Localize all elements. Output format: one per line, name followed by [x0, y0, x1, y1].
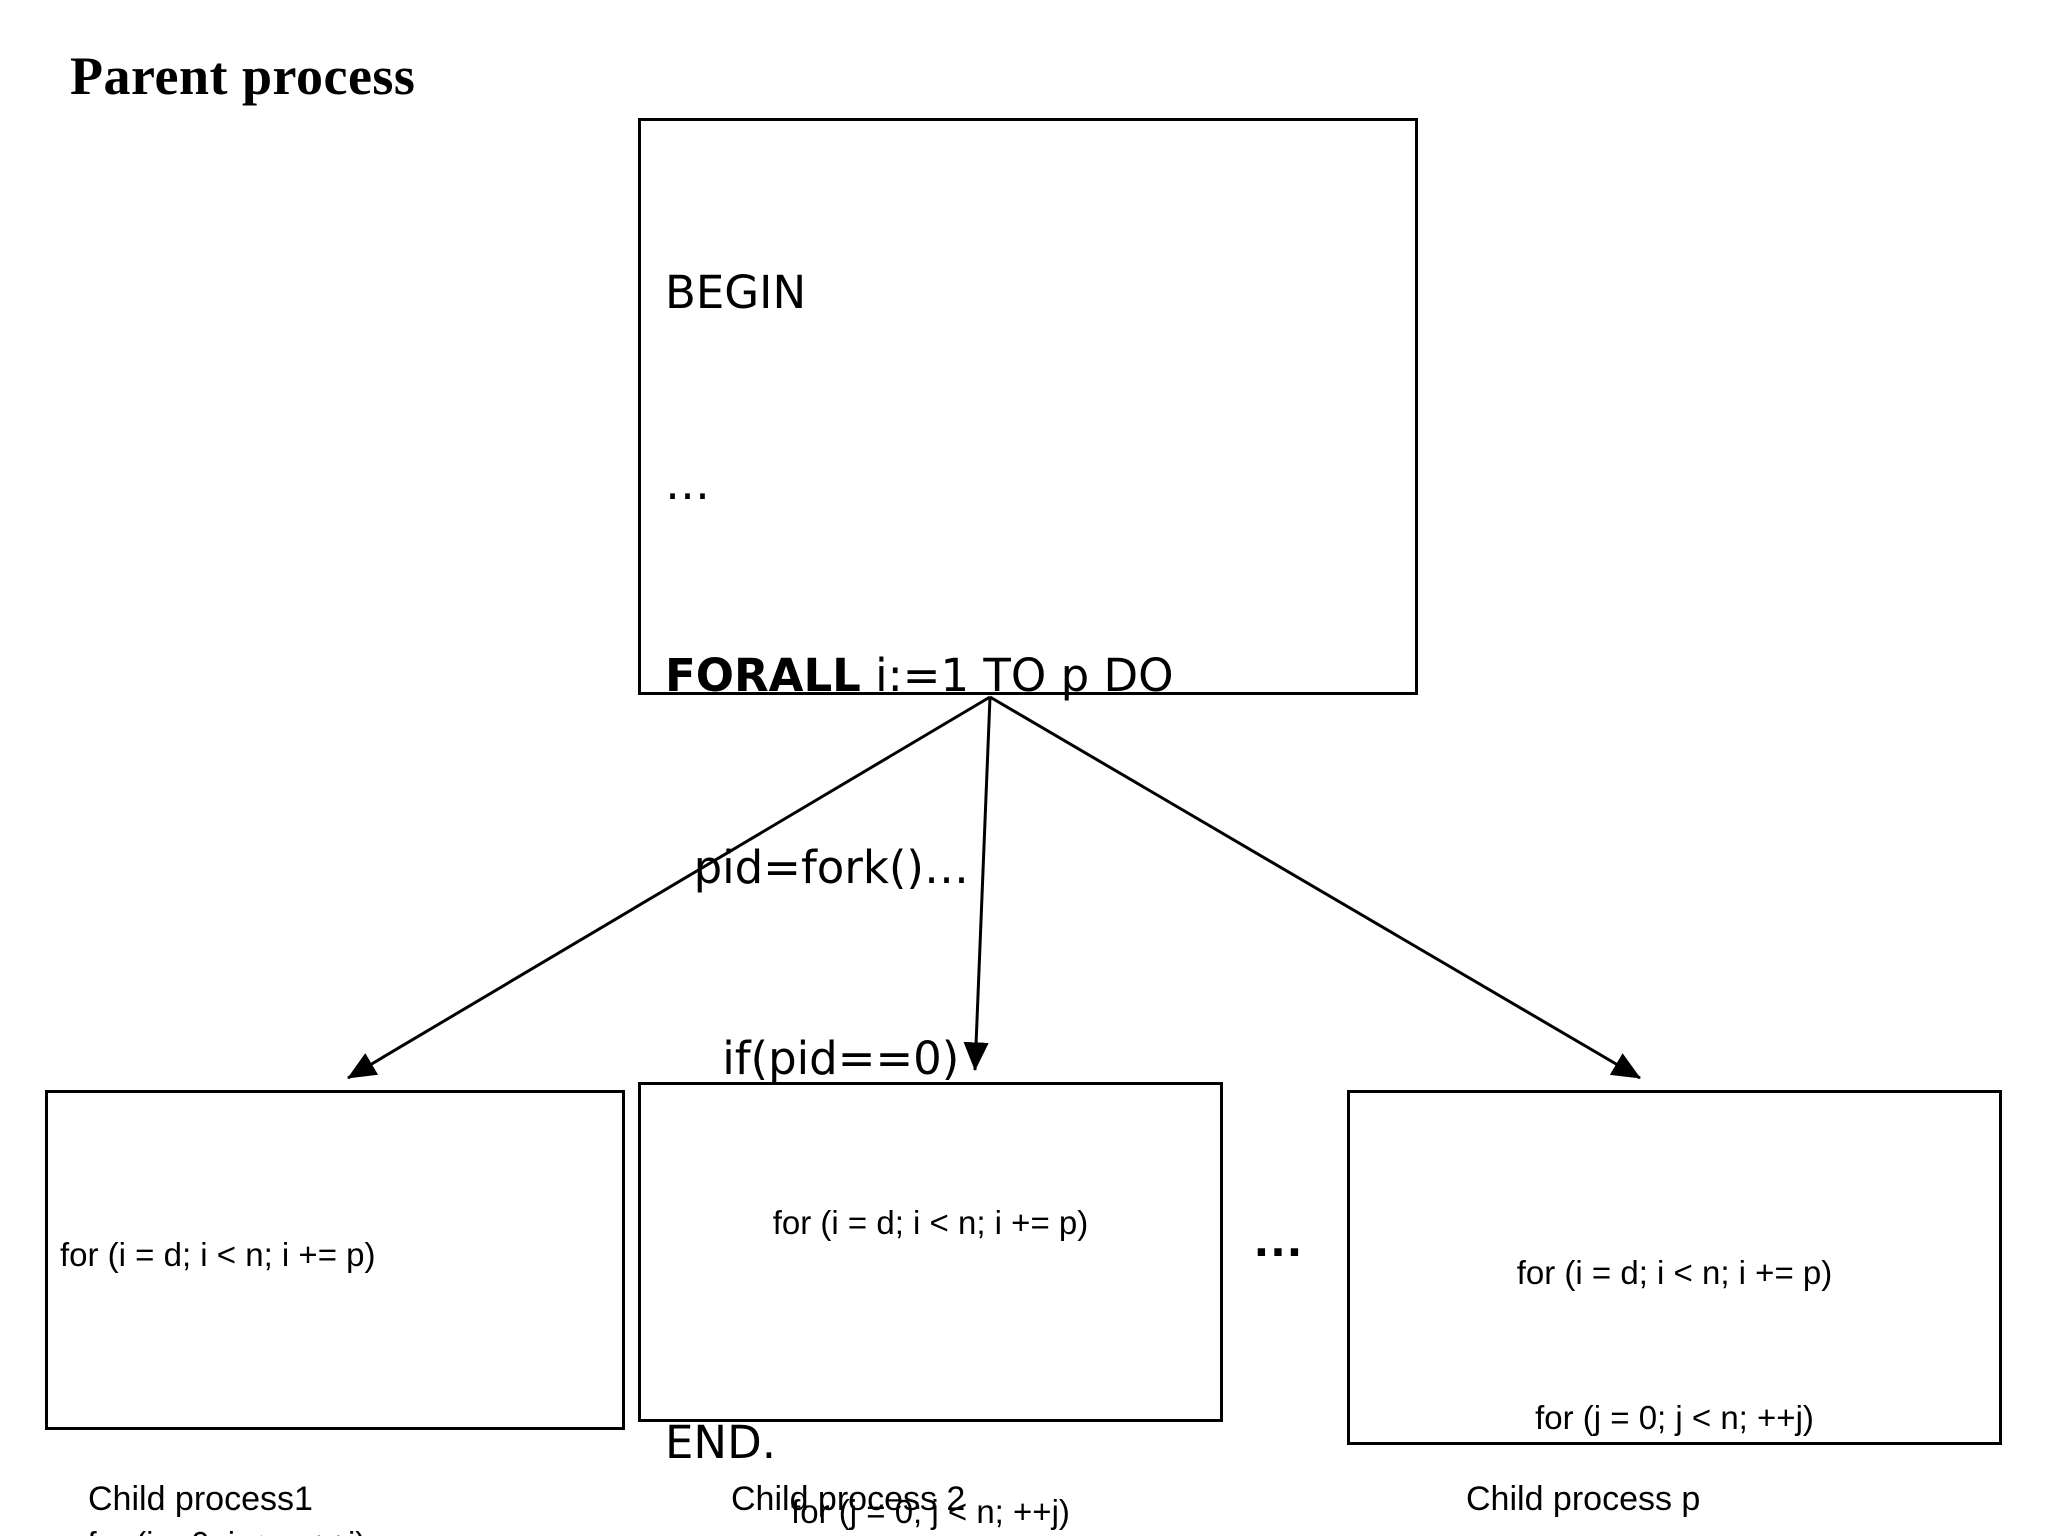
- child-process-1-box: for (i = d; i < n; i += p) for (j = 0; j…: [45, 1090, 625, 1536]
- child-process-p-code: for (i = d; i < n; i += p) for (j = 0; j…: [1354, 1153, 1995, 1536]
- child-process-2-code: for (i = d; i < n; i += p) for (j = 0; j…: [645, 1103, 1216, 1536]
- child-process-2-box: for (i = d; i < n; i += p) for (j = 0; j…: [638, 1082, 1223, 1530]
- keyword-forall: FORALL: [665, 649, 861, 703]
- ellipsis-between-boxes: …: [1252, 1210, 1308, 1268]
- c1-line-0: for (i = d; i < n; i += p): [60, 1236, 376, 1274]
- c1-line-1: [60, 1376, 618, 1424]
- caption-child-process-1: Child process1: [88, 1480, 313, 1518]
- c2-line-1: [645, 1344, 1216, 1392]
- child-process-1-code: for (i = d; i < n; i += p) for (j = 0; j…: [52, 1135, 618, 1536]
- parent-process-box: BEGIN … FORALL i:=1 TO p DO pid=fork()… …: [638, 118, 1418, 1469]
- code-line-fork: pid=fork()…: [665, 840, 969, 894]
- caption-child-process-2: Child process 2: [731, 1480, 966, 1518]
- code-line-begin: BEGIN: [665, 265, 807, 319]
- c2-line-2: for (j = 0; j < n; ++j): [791, 1493, 1070, 1531]
- code-line-forall: FORALL i:=1 TO p DO: [665, 644, 1405, 708]
- c1-line-2: for (j = 0; j < n; ++j): [60, 1520, 618, 1536]
- cp-line-0: for (i = d; i < n; i += p): [1516, 1254, 1833, 1292]
- page-title: Parent process: [70, 46, 416, 106]
- c2-line-0: for (i = d; i < n; i += p): [772, 1204, 1089, 1242]
- child-process-p-box: for (i = d; i < n; i += p) for (j = 0; j…: [1347, 1090, 2002, 1445]
- caption-child-process-p: Child process p: [1466, 1480, 1701, 1518]
- forall-rest: i:=1 TO p DO: [860, 649, 1174, 703]
- code-line-end: END.: [665, 1415, 777, 1469]
- code-line-ellipsis: …: [665, 457, 711, 511]
- cp-line-1: for (j = 0; j < n; ++j): [1535, 1398, 1814, 1436]
